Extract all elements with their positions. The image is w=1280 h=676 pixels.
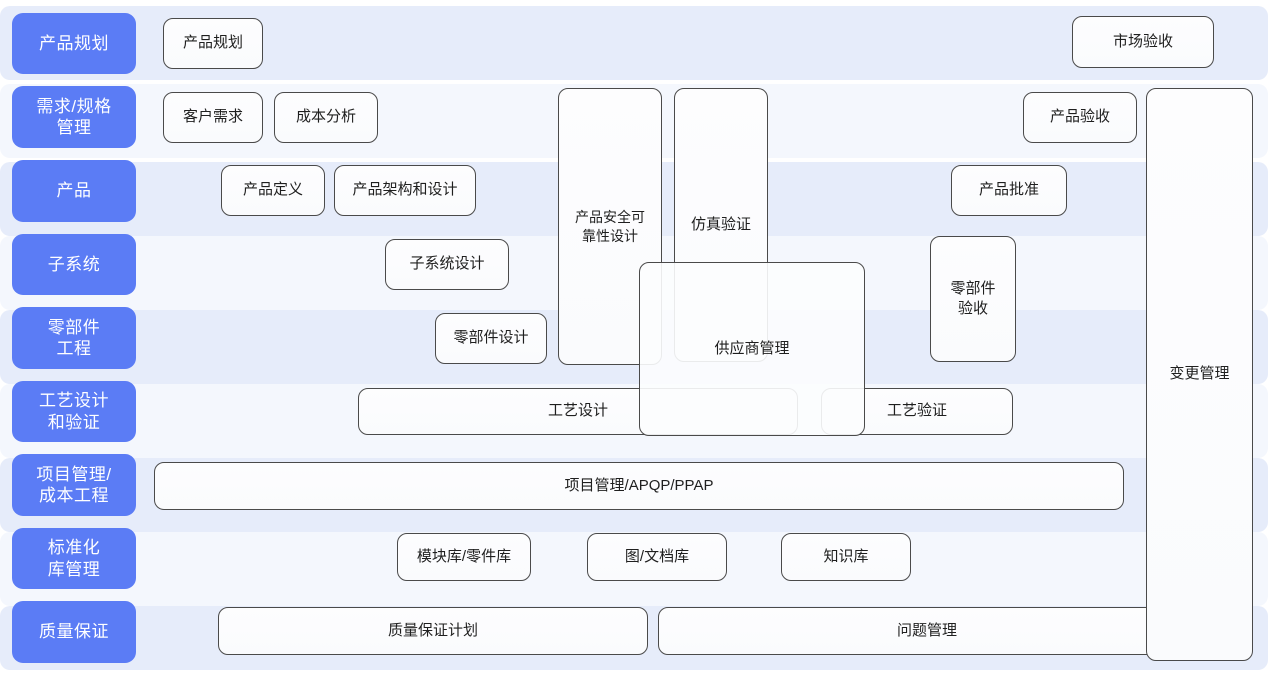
stage-pill-quality-assurance[interactable]: 质量保证 (12, 601, 136, 663)
stage-pill-product[interactable]: 产品 (12, 160, 136, 222)
card-change-management[interactable]: 变更管理 (1146, 88, 1253, 661)
card-module-part-library[interactable]: 模块库/零件库 (397, 533, 531, 581)
card-knowledge-library[interactable]: 知识库 (781, 533, 911, 581)
stage-pill-standard-library[interactable]: 标准化 库管理 (12, 528, 136, 589)
card-project-apqp-ppap[interactable]: 项目管理/APQP/PPAP (154, 462, 1124, 510)
stage-pill-subsystem[interactable]: 子系统 (12, 234, 136, 295)
card-customer-requirement[interactable]: 客户需求 (163, 92, 263, 143)
stage-pill-requirement-spec[interactable]: 需求/规格 管理 (12, 86, 136, 148)
stage-pill-process-design-verify[interactable]: 工艺设计 和验证 (12, 381, 136, 442)
stage-pill-product-planning[interactable]: 产品规划 (12, 13, 136, 74)
card-subsystem-design[interactable]: 子系统设计 (385, 239, 509, 290)
card-product-approval[interactable]: 产品批准 (951, 165, 1067, 216)
card-product-planning[interactable]: 产品规划 (163, 18, 263, 69)
card-quality-assurance-plan[interactable]: 质量保证计划 (218, 607, 648, 655)
card-product-acceptance[interactable]: 产品验收 (1023, 92, 1137, 143)
card-market-acceptance[interactable]: 市场验收 (1072, 16, 1214, 68)
card-product-architecture-design[interactable]: 产品架构和设计 (334, 165, 476, 216)
card-component-acceptance[interactable]: 零部件 验收 (930, 236, 1016, 362)
stage-pill-component-engineering[interactable]: 零部件 工程 (12, 307, 136, 369)
card-cost-analysis[interactable]: 成本分析 (274, 92, 378, 143)
stage-pill-project-cost[interactable]: 项目管理/ 成本工程 (12, 454, 136, 516)
card-product-definition[interactable]: 产品定义 (221, 165, 325, 216)
card-supplier-management[interactable]: 供应商管理 (639, 262, 865, 436)
card-issue-management[interactable]: 问题管理 (658, 607, 1196, 655)
card-component-design[interactable]: 零部件设计 (435, 313, 547, 364)
card-drawing-document-library[interactable]: 图/文档库 (587, 533, 727, 581)
